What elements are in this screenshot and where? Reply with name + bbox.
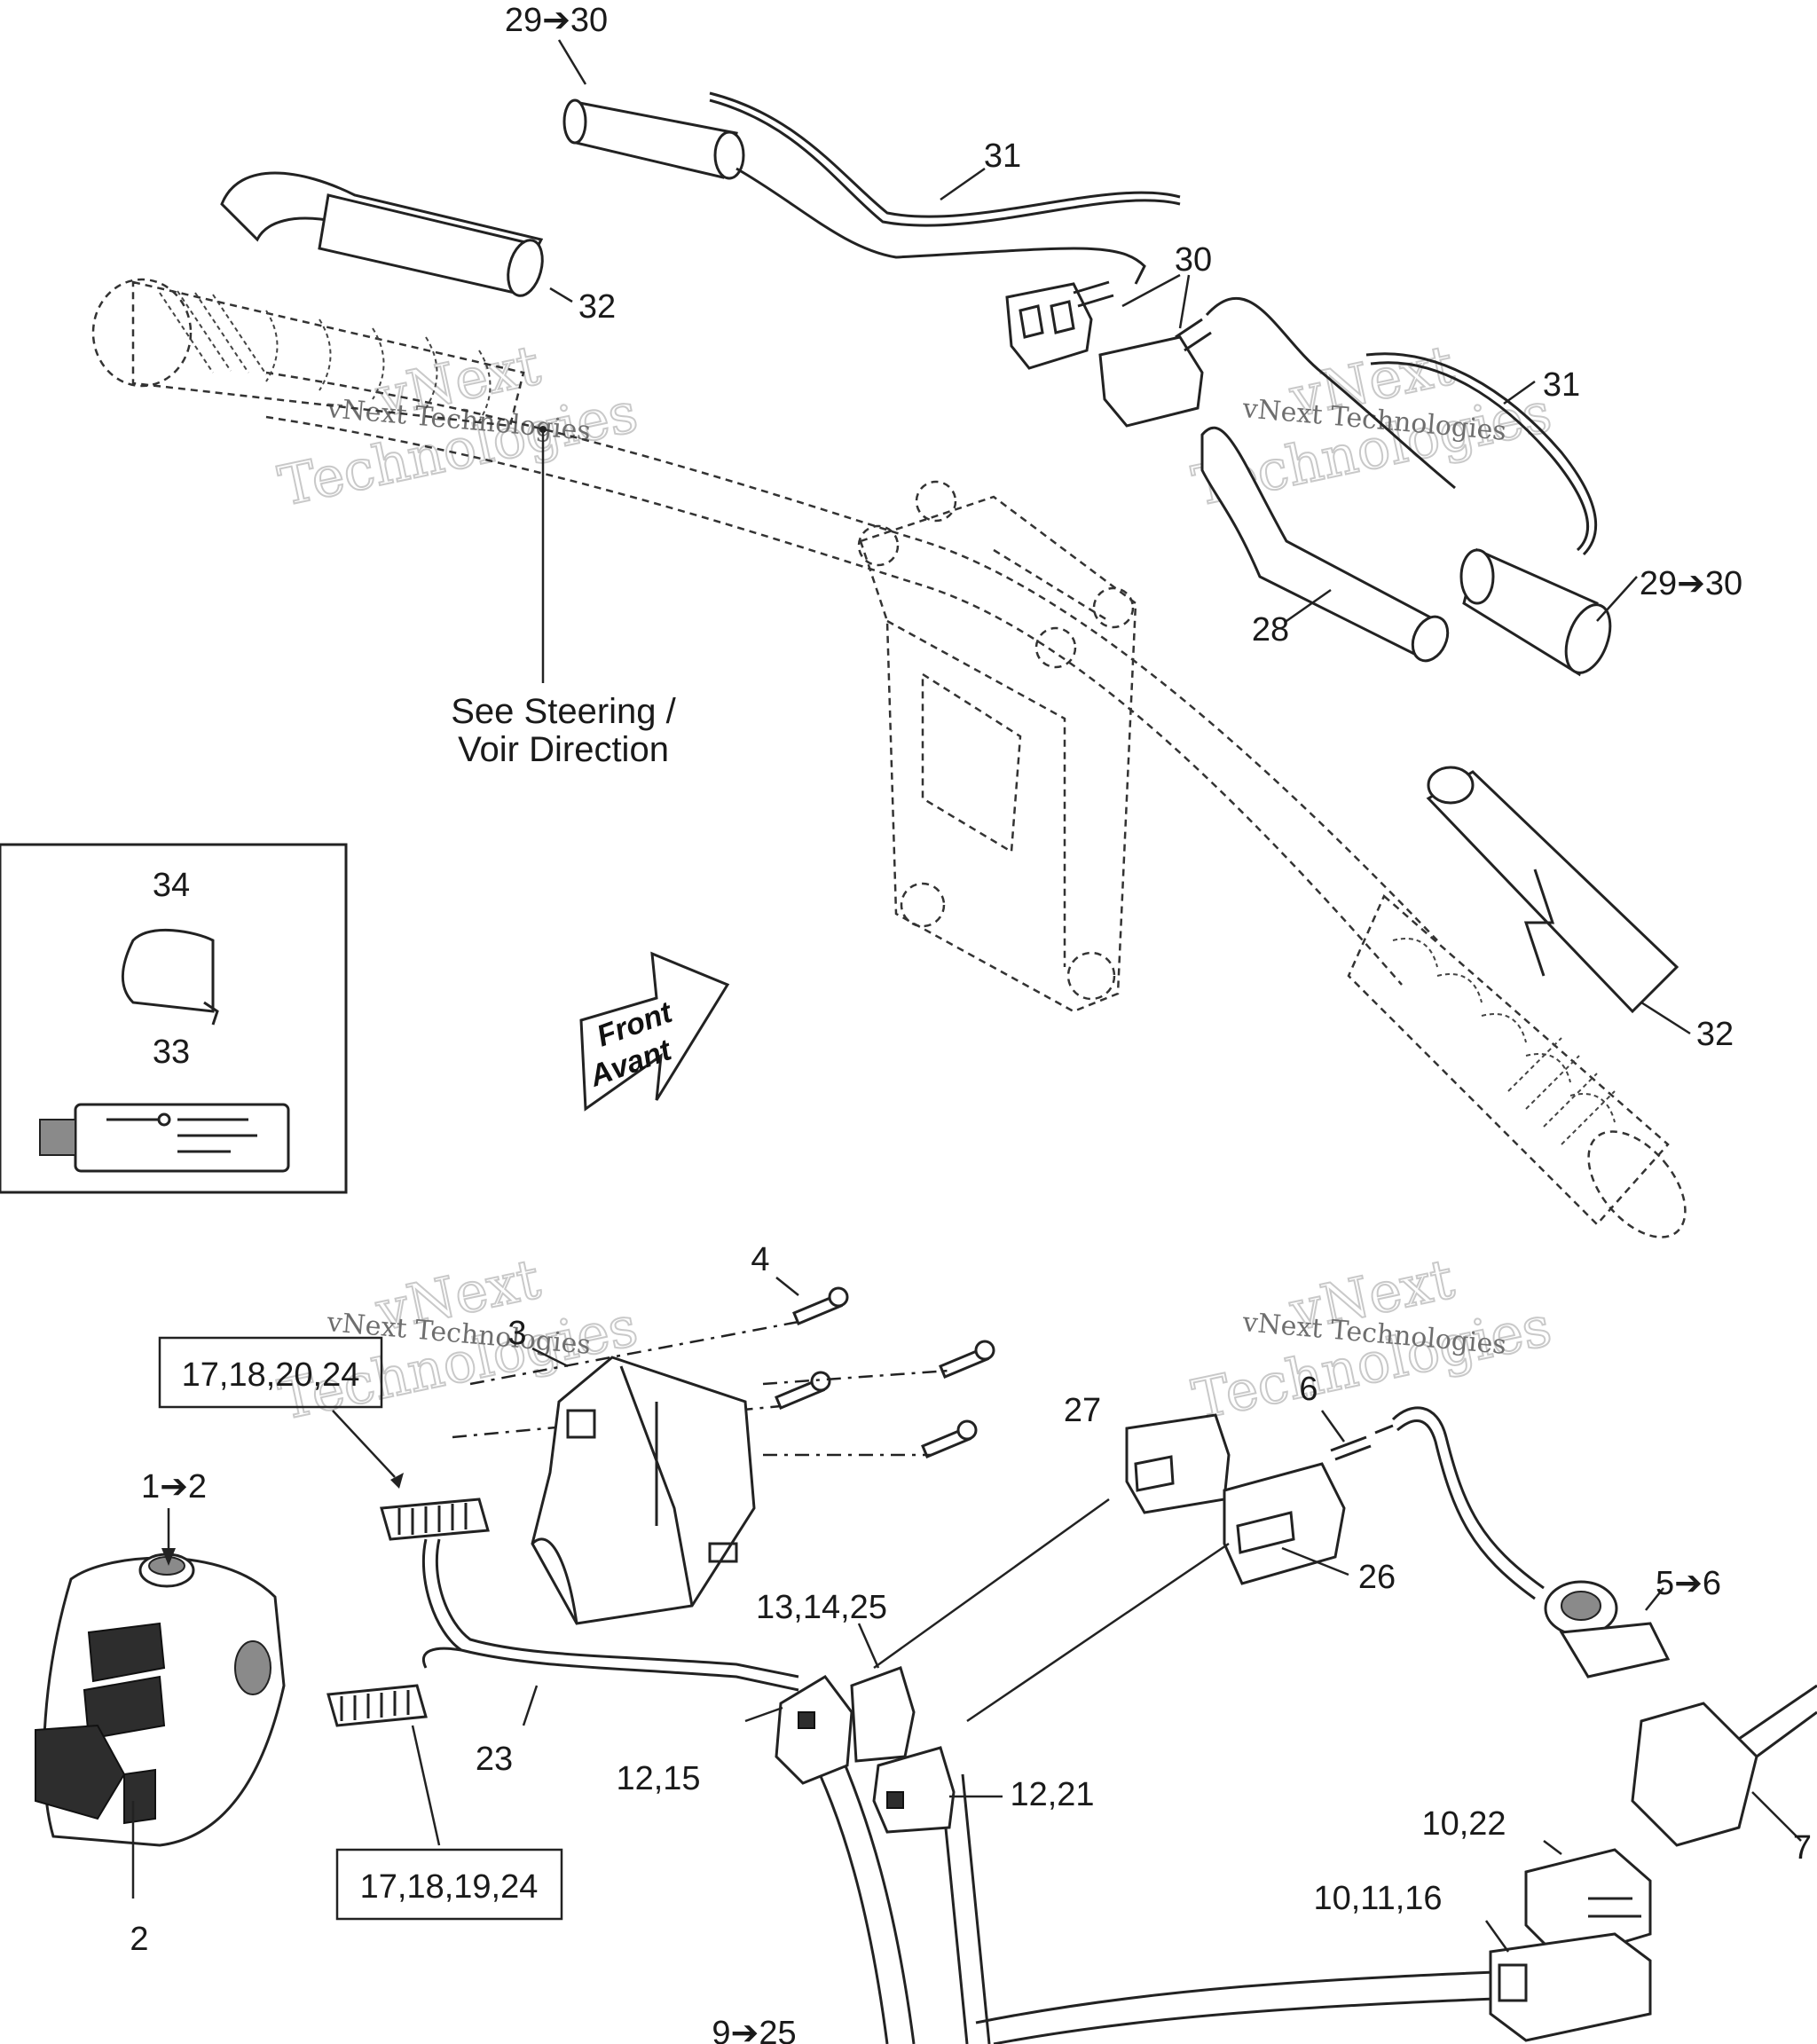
callout-26: 26	[1358, 1559, 1396, 1596]
leader-27	[873, 1498, 1110, 1670]
callout-10-22: 10,22	[1421, 1805, 1506, 1843]
boxed-callout-17-18-19-24: 17,18,19,24	[335, 1848, 563, 1921]
callout-30: 30	[1175, 241, 1212, 279]
steering-leader-dot	[539, 426, 547, 433]
leader-17-18-19-24	[411, 1725, 441, 1846]
callout-33: 33	[153, 1034, 190, 1071]
grip-sleeve-32-left	[220, 171, 544, 297]
tube-33	[39, 1103, 290, 1173]
callout-23: 23	[476, 1741, 513, 1778]
leader-7	[1751, 1791, 1802, 1842]
leader-31-right	[1503, 380, 1536, 405]
leader-12-15	[744, 1706, 783, 1723]
callout-7: 7	[1793, 1829, 1812, 1867]
leader-29-30-right	[1596, 576, 1638, 622]
left-grip	[91, 278, 525, 428]
leader-10-22	[1543, 1840, 1562, 1855]
clip-34	[121, 929, 219, 1026]
throttle-tube-28	[1200, 426, 1450, 663]
connector-cluster	[775, 1666, 956, 1834]
connector-27	[1125, 1413, 1231, 1514]
callout-31-top: 31	[984, 138, 1021, 175]
leader-4	[775, 1277, 799, 1296]
watermark-top-left: vNext Technologies vNext Technologies	[272, 332, 644, 520]
module-10-22	[1524, 1848, 1652, 1962]
callout-12-21: 12,21	[1010, 1776, 1094, 1813]
heater-sleeve-top	[562, 98, 745, 180]
leader-30-a	[1121, 273, 1181, 308]
leader-13-14-25	[857, 1623, 880, 1669]
leader-26	[966, 1542, 1230, 1723]
callout-2: 2	[130, 1921, 148, 1958]
leader-23	[522, 1685, 539, 1726]
handlebar	[91, 278, 1687, 1238]
callout-29-30-right: 29➔30	[1640, 565, 1742, 602]
leader-6	[1320, 1410, 1346, 1443]
leader-17-18-20-24	[332, 1410, 396, 1478]
callout-34: 34	[153, 867, 190, 904]
callout-28: 28	[1252, 611, 1289, 649]
callout-6: 6	[1299, 1371, 1318, 1408]
callout-4: 4	[751, 1241, 769, 1278]
leader-32-top	[549, 287, 573, 303]
inset-box	[0, 843, 348, 1194]
boxed-callout-17-18-20-24: 17,18,20,24	[158, 1336, 383, 1409]
callout-1-2: 1➔2	[141, 1468, 207, 1505]
callout-3: 3	[507, 1315, 526, 1352]
callout-31-right: 31	[1543, 366, 1580, 404]
leader-10-11-16	[1484, 1920, 1510, 1953]
leader-31-top	[940, 167, 986, 201]
leader-5-6	[1645, 1587, 1664, 1611]
callout-32-right: 32	[1696, 1016, 1734, 1053]
callout-32-top: 32	[578, 288, 616, 326]
callout-12-15: 12,15	[616, 1760, 700, 1797]
connector-17-18-20-24	[380, 1498, 490, 1541]
leader-32-right	[1640, 1001, 1691, 1035]
steering-riser	[857, 480, 1137, 1013]
grip-sleeve-32-right	[1426, 766, 1679, 1014]
callout-29-30-top: 29➔30	[505, 2, 608, 39]
handlebar-switch-1-2	[35, 1553, 286, 1847]
callout-5-6: 5➔6	[1656, 1565, 1721, 1602]
leader-28	[1286, 588, 1332, 623]
callout-labels: 29➔30 31 32 30 31 29➔30 28 34 33 32 4 3 …	[130, 2, 1812, 2044]
callout-13-14-25: 13,14,25	[756, 1589, 887, 1626]
heater-wire-top	[709, 91, 1181, 285]
cable-5-6	[1391, 1406, 1671, 1678]
connectors-30	[1005, 280, 1212, 428]
leader-29-30-top	[557, 39, 587, 85]
pins-6	[1330, 1424, 1394, 1461]
heater-wire-right	[1205, 296, 1598, 556]
callout-10-11-16: 10,11,16	[1313, 1880, 1442, 1917]
right-grip	[1347, 893, 1687, 1238]
callout-17-18-19-24: 17,18,19,24	[360, 1868, 539, 1906]
steering-note-line1: See Steering /	[451, 692, 676, 731]
callout-9-25: 9➔25	[712, 2015, 796, 2044]
leader-30-b	[1178, 274, 1191, 329]
switch-housing-3	[531, 1356, 756, 1625]
part-7	[1631, 1684, 1817, 1847]
watermark-bottom-right: vNext Technologies vNext Technologies	[1186, 1246, 1558, 1434]
heater-sleeve-right	[1459, 547, 1612, 677]
leader-26-b	[1281, 1546, 1349, 1576]
module-10-11-16	[1489, 1932, 1652, 2042]
callout-17-18-20-24: 17,18,20,24	[182, 1356, 360, 1394]
front-direction-arrow-icon: Front Avant	[579, 951, 730, 1112]
callout-27: 27	[1064, 1392, 1101, 1429]
connector-26	[1223, 1462, 1346, 1585]
steering-note-line2: Voir Direction	[458, 730, 669, 769]
screws-4	[452, 1286, 995, 1458]
leader-3	[531, 1347, 569, 1368]
connector-17-18-19-24	[326, 1684, 428, 1727]
